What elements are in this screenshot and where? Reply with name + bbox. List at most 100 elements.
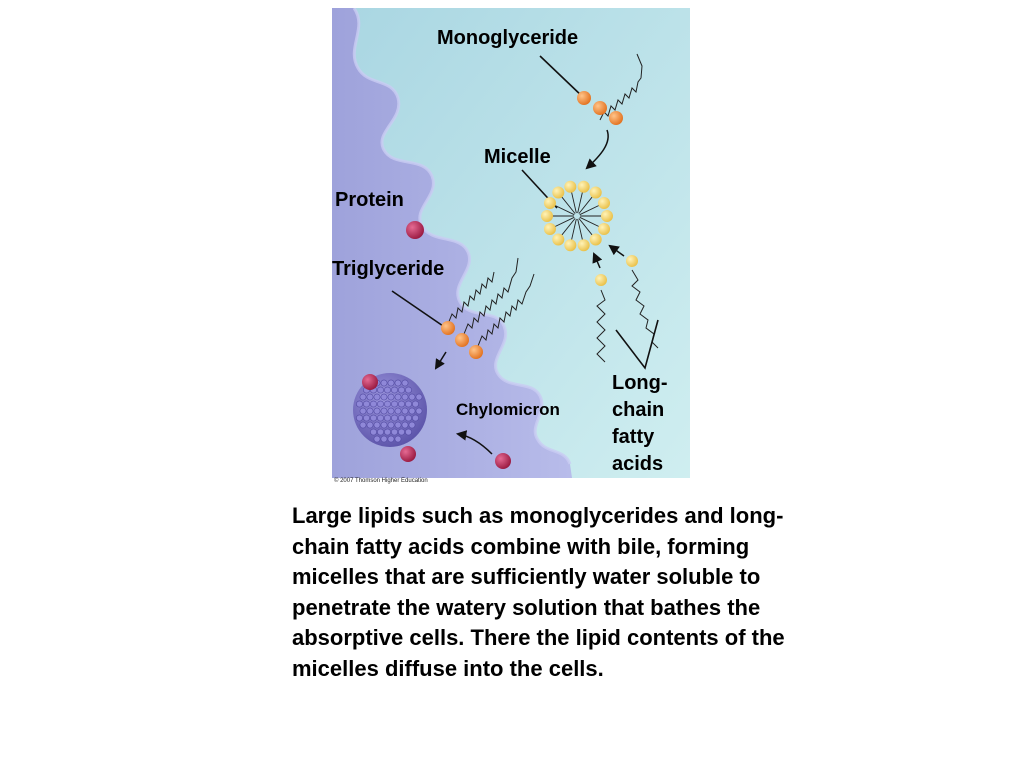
- chylomicron-particle: [387, 393, 395, 401]
- micelle-head: [541, 210, 553, 222]
- micelle-bile-heads: [541, 180, 613, 252]
- figure-caption: Large lipids such as monoglycerides and …: [292, 503, 785, 681]
- micelle-head: [564, 239, 577, 252]
- chylomicron-particle: [412, 414, 419, 422]
- chylomicron-particle: [356, 414, 363, 422]
- glycerol-ball: [609, 111, 623, 125]
- chylomicron-particle: [401, 393, 409, 401]
- glycerol-ball: [441, 321, 455, 335]
- chylomicron-particle: [370, 428, 377, 436]
- micelle-tail: [578, 195, 594, 214]
- arrow-to-chylomicron: [434, 351, 447, 370]
- chylomicron-particle: [394, 393, 402, 401]
- chylomicron-particle: [377, 428, 384, 436]
- micelle-tail: [579, 216, 601, 228]
- micelle-label: Micelle: [484, 146, 551, 168]
- micelle-head: [543, 196, 556, 209]
- chylomicron-particle: [380, 379, 388, 387]
- glycerol-ball: [455, 333, 469, 347]
- chylomicron-particle: [387, 379, 395, 387]
- micelle-tail: [560, 195, 576, 214]
- micelle-head: [552, 186, 565, 199]
- micelle-tail: [579, 204, 601, 216]
- chylomicron-particle: [408, 421, 416, 429]
- monoglyceride-molecule: [539, 53, 643, 125]
- chylomicron-particle: [401, 379, 409, 387]
- micelle: [521, 169, 613, 252]
- micelle-tail: [578, 218, 594, 237]
- micelle-head: [598, 223, 611, 236]
- micelle-head: [577, 180, 590, 193]
- chylomicron-particle: [380, 435, 388, 443]
- monoglyceride-fatty-acid-chain: [599, 53, 643, 121]
- micelle-head: [564, 180, 577, 193]
- long-chain-label-pointer: [615, 319, 659, 370]
- glycerol-ball: [469, 345, 483, 359]
- chylomicron-particle: [387, 407, 395, 415]
- chylomicron-particle: [391, 428, 398, 436]
- long-chain-fatty-acids-label: Long- chain fatty acids: [612, 372, 668, 475]
- chylomicron-particle: [398, 414, 405, 422]
- chylomicron-particle: [394, 407, 402, 415]
- micelle-head: [589, 233, 602, 246]
- chylomicron-particle: [380, 421, 388, 429]
- micelle-head: [543, 223, 556, 236]
- long-chain-fatty-acid-1: [595, 274, 607, 363]
- chylomicron-particle: [387, 435, 395, 443]
- triglyceride-molecule: [391, 257, 535, 359]
- chylomicron-particle: [398, 428, 405, 436]
- micelle-tail: [577, 190, 584, 214]
- chylomicron-particle: [391, 400, 398, 408]
- chylomicron-particle: [370, 400, 377, 408]
- chylomicron: [353, 373, 427, 462]
- figure-illustration: [332, 8, 690, 488]
- chylomicron-particle: [394, 421, 402, 429]
- copyright-notice: © 2007 Thomson Higher Education: [334, 478, 428, 484]
- chylomicron-particle: [366, 393, 374, 401]
- chylomicron-particle: [394, 379, 402, 387]
- chylomicron-particle: [373, 421, 381, 429]
- micelle-head: [589, 186, 602, 199]
- chylomicron-particle: [384, 386, 391, 394]
- chylomicron-particle: [373, 435, 381, 443]
- absorptive-cell: [332, 8, 572, 478]
- lipid-absorption-figure: Monoglyceride Micelle Protein Triglyceri…: [332, 8, 690, 488]
- chylomicron-particle: [373, 407, 381, 415]
- micelle-tail: [553, 216, 575, 228]
- micelle-head: [601, 210, 613, 222]
- micelle-tail: [570, 218, 577, 242]
- chylomicron-particle: [356, 400, 363, 408]
- micelle-lipid-tails: [551, 190, 603, 242]
- chylomicron-particle: [401, 421, 409, 429]
- cell-membrane-highlight: [352, 8, 572, 465]
- protein-molecule: [495, 453, 511, 469]
- micelle-tail: [560, 218, 576, 237]
- chylomicron-protein: [400, 446, 416, 462]
- chylomicron-particle: [405, 386, 412, 394]
- chylomicron-particle: [380, 393, 388, 401]
- chylomicron-particle: [373, 393, 381, 401]
- chylomicron-particle: [363, 400, 370, 408]
- chylomicron-label: Chylomicron: [456, 400, 560, 419]
- micelle-head: [598, 196, 611, 209]
- chylomicron-particle: [359, 421, 367, 429]
- protein-molecule: [406, 221, 424, 239]
- micelle-head: [577, 239, 590, 252]
- chylomicron-particle: [391, 386, 398, 394]
- chylomicron-particle: [394, 435, 402, 443]
- micelle-head: [552, 233, 565, 246]
- chylomicron-particle: [377, 400, 384, 408]
- triglyceride-label: Triglyceride: [332, 258, 445, 280]
- chylomicron-particle: [405, 414, 412, 422]
- monoglyceride-label: Monoglyceride: [437, 27, 579, 49]
- chylomicron-particle: [377, 386, 384, 394]
- triglyceride-fatty-acid-chain: [463, 257, 519, 335]
- chylomicron-particle: [408, 393, 416, 401]
- chylomicron-particle: [398, 400, 405, 408]
- chylomicron-particle: [370, 414, 377, 422]
- chylomicron-particle: [384, 400, 391, 408]
- chylomicron-particle: [366, 407, 374, 415]
- micelle-tail: [570, 190, 577, 214]
- glycerol-ball: [593, 101, 607, 115]
- micelle-tail: [577, 218, 584, 242]
